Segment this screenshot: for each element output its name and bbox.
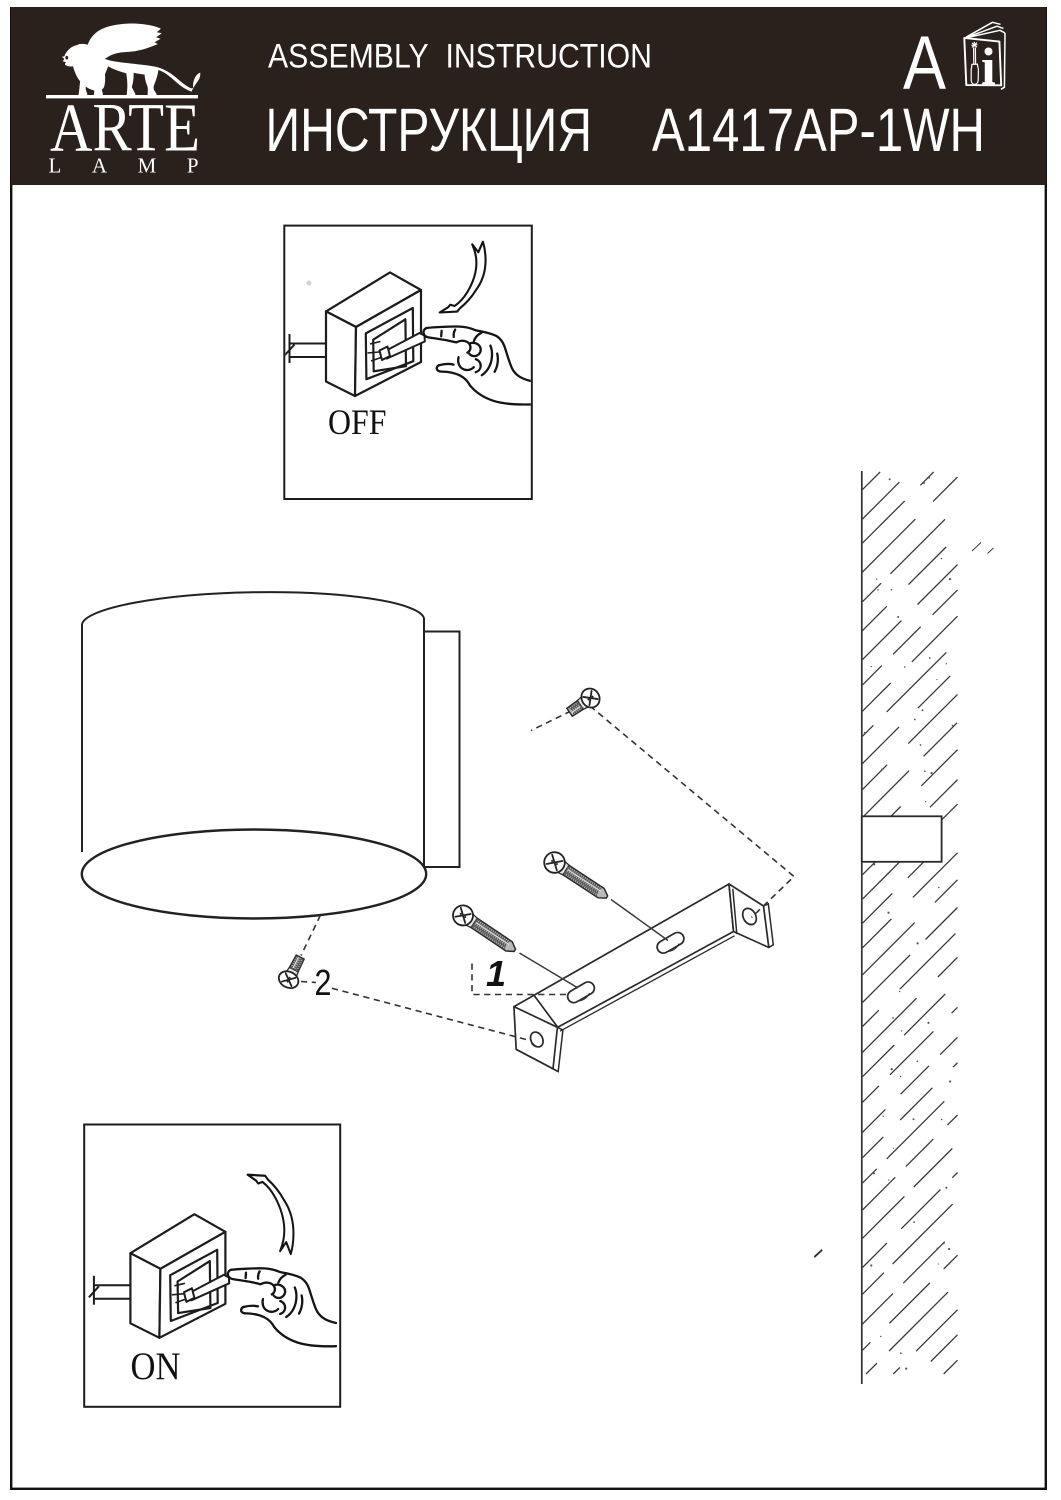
- svg-text:1: 1: [486, 953, 506, 994]
- svg-text:i: i: [981, 38, 996, 96]
- svg-text:ON: ON: [131, 1345, 181, 1388]
- svg-text:A: A: [903, 21, 946, 106]
- svg-text:A1417AP-1WH: A1417AP-1WH: [652, 96, 985, 164]
- svg-text:OFF: OFF: [328, 402, 387, 442]
- svg-text:ASSEMBLY INSTRUCTION: ASSEMBLY INSTRUCTION: [268, 38, 652, 76]
- svg-text:ИНСТРУКЦИЯ: ИНСТРУКЦИЯ: [266, 96, 593, 164]
- svg-text:ARTE: ARTE: [50, 90, 200, 166]
- svg-text:2: 2: [315, 962, 332, 1003]
